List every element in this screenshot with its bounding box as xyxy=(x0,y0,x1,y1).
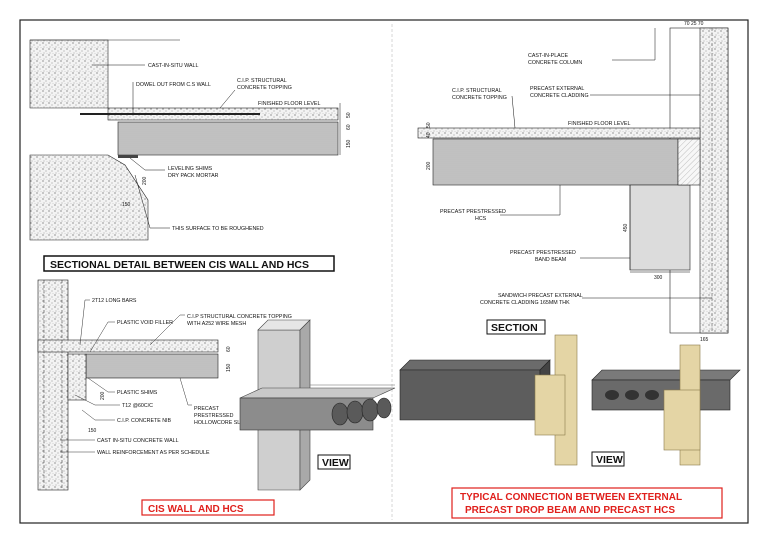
lbl-cast-in-situ-wall: CAST-IN-SITU WALL xyxy=(148,63,198,69)
topping-2 xyxy=(37,339,219,353)
lbl-dowel-out: DOWEL OUT FROM C.S WALL xyxy=(136,82,211,88)
dim-40: 40 xyxy=(426,132,432,138)
leader-void-filler xyxy=(89,321,115,353)
lbl-hcs2-2: PRESTRESSED xyxy=(194,413,234,419)
nib-2 xyxy=(67,353,87,401)
view-right-3d-b xyxy=(591,344,741,466)
lbl-cip-2: CONCRETE TOPPING xyxy=(237,85,292,91)
cis-wall-lower xyxy=(29,154,149,241)
hcs-2 xyxy=(85,353,219,379)
beam-hatch xyxy=(677,138,701,186)
dim2-200: 200 xyxy=(100,391,106,400)
leader-t12 xyxy=(74,394,120,406)
dim2-150b: 150 xyxy=(88,428,97,434)
dim-60: 60 xyxy=(346,124,352,130)
dim-165: 165 xyxy=(700,337,709,343)
detail-cis-wall-hcs: 2T12 LONG BARS PLASTIC VOID FILLER C.I.P… xyxy=(37,279,292,491)
leader-hcs xyxy=(179,377,192,406)
dim-50: 50 xyxy=(426,122,432,128)
lbl-wall-reinf: WALL REINFORCEMENT AS PER SCHEDULE xyxy=(97,450,210,456)
lbl-cip2-2: WITH A252 WIRE MESH xyxy=(187,321,246,327)
lbl-band-1: PRECAST PRESTRESSED xyxy=(510,250,576,256)
topping-3 xyxy=(417,127,701,139)
lbl-hcs2-1: PRECAST xyxy=(194,406,220,412)
lbl-void-filler: PLASTIC VOID FILLER xyxy=(117,320,173,326)
leader-cip3 xyxy=(511,95,516,129)
dim-300-label: 300 xyxy=(654,275,663,281)
view-left-label: VIEW xyxy=(322,457,349,469)
leader-cip-2 xyxy=(149,314,185,346)
lbl-hcs2-3: HOLLOWCORE SLAB xyxy=(194,420,248,426)
lbl-leveling-2: DRY PACK MORTAR xyxy=(168,173,219,179)
dim-top: 70 25 70 xyxy=(684,21,704,27)
dim-200: 200 xyxy=(142,176,148,185)
detail-section-right: 70 25 70 CAST-IN-PLACE CONCRETE COLUMN C… xyxy=(417,21,729,343)
cladding-inner xyxy=(699,27,729,334)
leader-roughened xyxy=(134,174,170,229)
view-left-box xyxy=(317,454,351,470)
lbl-long-bars: 2T12 LONG BARS xyxy=(92,298,137,304)
lbl-sandwich-1: SANDWICH PRECAST EXTERNAL xyxy=(498,293,583,299)
dim2-60: 60 xyxy=(226,346,232,352)
section-title: SECTION xyxy=(491,322,538,334)
sheet-border xyxy=(19,19,749,524)
section-title-box xyxy=(486,319,546,335)
view-right-3d-a xyxy=(399,334,578,466)
leader-nib xyxy=(81,409,115,421)
dim-50: 50 xyxy=(346,112,352,118)
dim-150b: 150 xyxy=(122,202,131,208)
title-typical-line2: PRECAST DROP BEAM AND PRECAST HCS xyxy=(465,505,675,516)
lbl-band-2: BAND BEAM xyxy=(535,257,566,263)
lbl-ffl: FINISHED FLOOR LEVEL xyxy=(258,101,320,107)
dowel-bar xyxy=(80,113,260,115)
title-cis-hcs-box xyxy=(141,499,275,516)
lbl-column-2: CONCRETE COLUMN xyxy=(528,60,582,66)
lbl-hcs3-2: HCS xyxy=(475,216,487,222)
dim-450-label: 450 xyxy=(623,223,629,232)
hcs-3 xyxy=(432,138,679,186)
lbl-cip3-1: C.I.P. STRUCTURAL xyxy=(452,88,502,94)
view-right-box xyxy=(591,451,625,467)
leader-long-bars xyxy=(79,299,90,346)
hcs-slab xyxy=(117,121,339,156)
lbl-cladding-2: CONCRETE CLADDING xyxy=(530,93,589,99)
detail-cis-wall-section: CAST-IN-SITU WALL DOWEL OUT FROM C.S WAL… xyxy=(29,39,352,241)
lbl-leveling-1: LEVELING SHIMS xyxy=(168,166,213,172)
dim-200-3: 200 xyxy=(426,161,432,170)
cis-wall-2 xyxy=(37,279,69,491)
leader-column xyxy=(612,28,656,61)
lbl-ffl-3: FINISHED FLOOR LEVEL xyxy=(568,121,630,127)
title-section-detail-box xyxy=(43,255,335,272)
band-beam xyxy=(629,184,691,271)
lbl-roughened: THIS SURFACE TO BE ROUGHENED xyxy=(172,226,264,232)
lbl-hcs3-1: PRECAST PRESTRESSED xyxy=(440,209,506,215)
lbl-t12: T12 @60C/C xyxy=(122,403,153,409)
title-typical-line1: TYPICAL CONNECTION BETWEEN EXTERNAL xyxy=(460,492,682,503)
cis-wall-upper xyxy=(29,39,109,109)
view-left-3d xyxy=(239,319,396,491)
title-section-detail: SECTIONAL DETAIL BETWEEN CIS WALL AND HC… xyxy=(50,259,309,271)
dim2-150: 150 xyxy=(226,363,232,372)
lbl-cip2-1: C.I.P STRUCTURAL CONCRETE TOPPING xyxy=(187,314,292,320)
leader-cip xyxy=(219,89,236,109)
dim-150: 150 xyxy=(346,139,352,148)
leveling-shims xyxy=(118,155,138,158)
view-right-label: VIEW xyxy=(596,454,623,466)
lbl-cladding-1: PRECAST EXTERNAL xyxy=(530,86,584,92)
lbl-column-1: CAST-IN-PLACE xyxy=(528,53,568,59)
leader-hcs3 xyxy=(500,185,561,216)
leader-leveling xyxy=(129,157,165,171)
lbl-sandwich-2: CONCRETE CLADDING 165MM THK xyxy=(480,300,570,306)
title-typical-box xyxy=(451,487,723,519)
lbl-shims: PLASTIC SHIMS xyxy=(117,390,158,396)
title-cis-hcs: CIS WALL AND HCS xyxy=(148,504,244,515)
lbl-cip-1: C.I.P. STRUCTURAL xyxy=(237,78,287,84)
lbl-cis-wall-2: CAST IN-SITU CONCRETE WALL xyxy=(97,438,179,444)
lbl-cip3-2: CONCRETE TOPPING xyxy=(452,95,507,101)
lbl-nib: C.I.P. CONCRETE NIB xyxy=(117,418,172,424)
leader-shims xyxy=(87,377,115,393)
